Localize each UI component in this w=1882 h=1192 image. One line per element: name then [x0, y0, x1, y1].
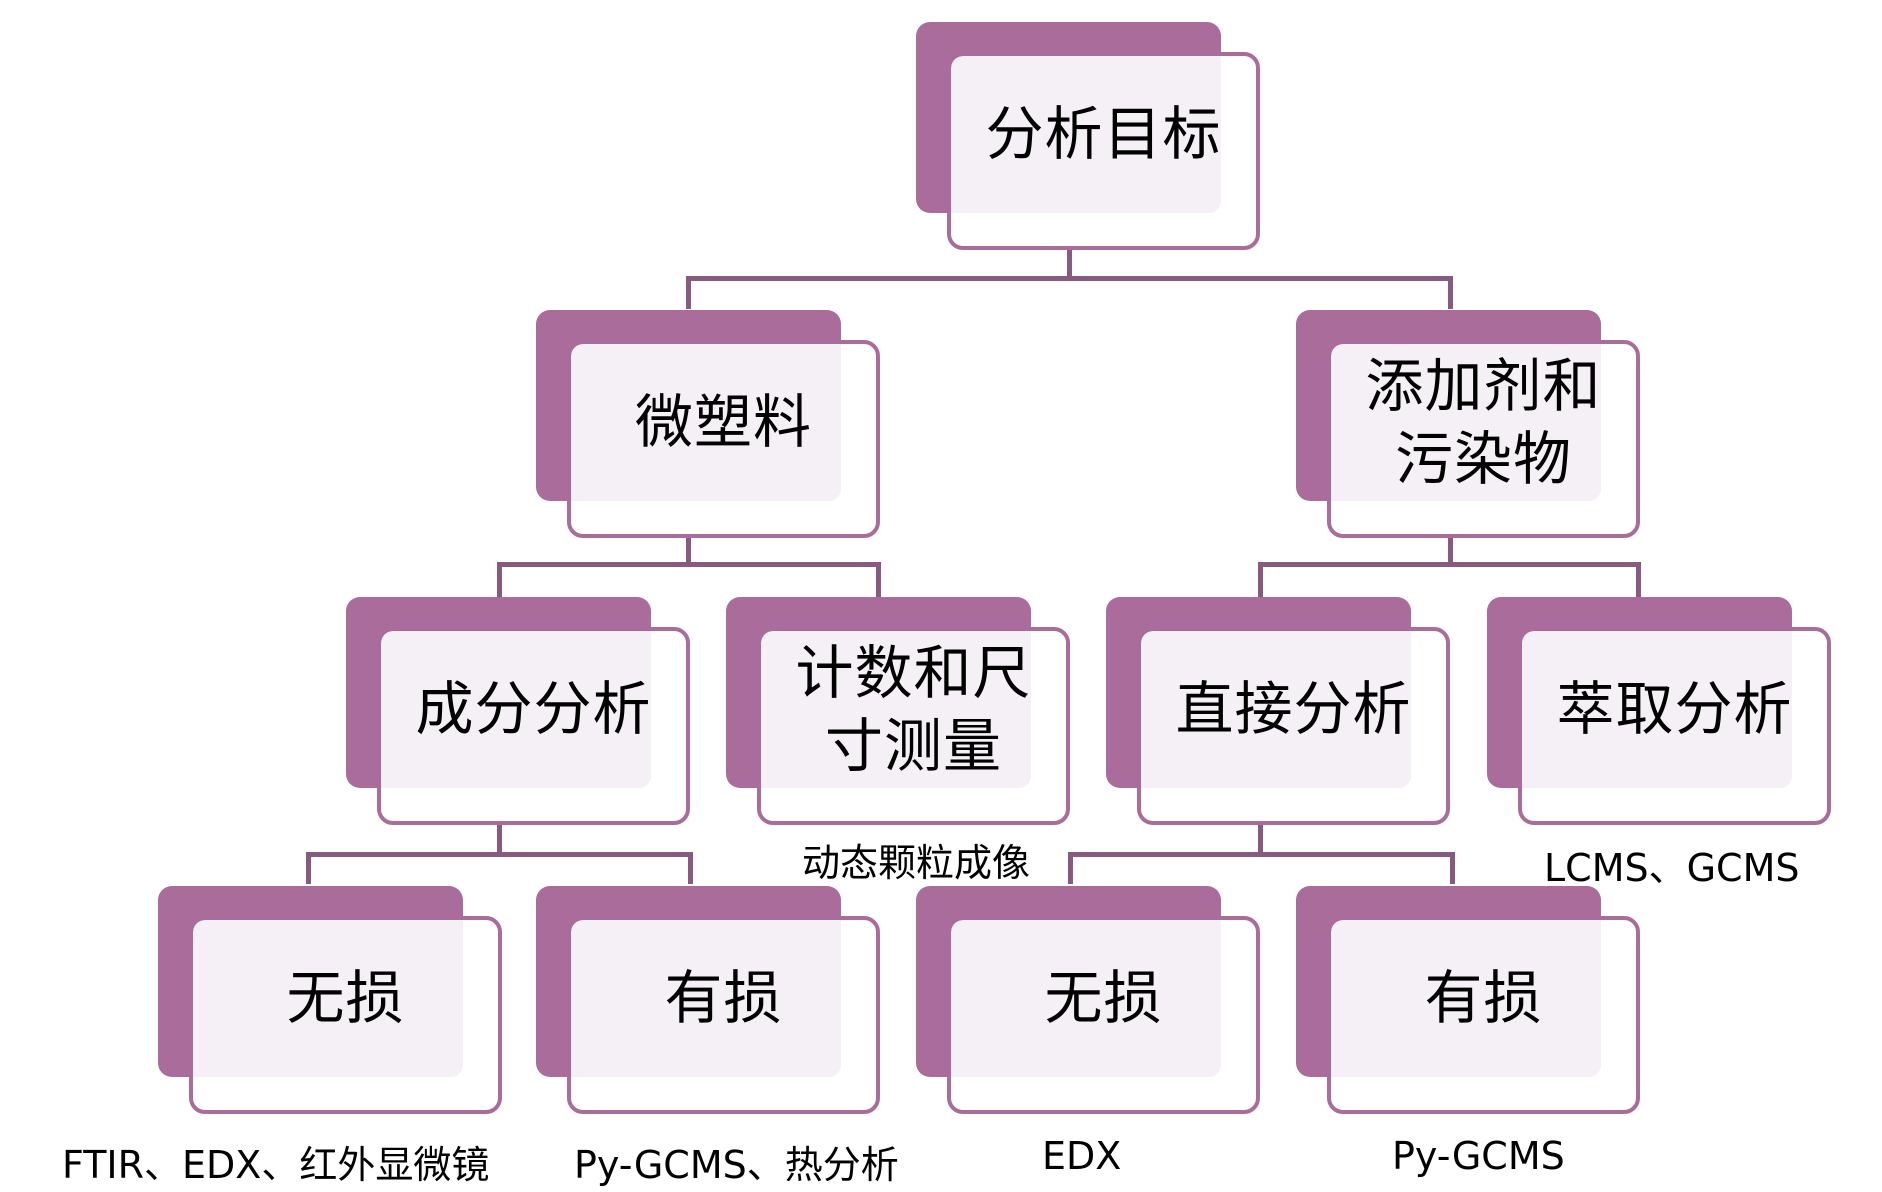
connector-direct-bar	[1068, 852, 1455, 857]
node-outline	[189, 916, 502, 1114]
caption-dynamic-particle-imaging: 动态颗粒成像	[802, 841, 1031, 885]
node-outline	[1327, 340, 1640, 538]
node-label: 有损	[1424, 964, 1543, 1033]
connector-additives-right-drop	[1636, 562, 1641, 597]
connector-additives-left-drop	[1258, 562, 1263, 597]
node-fill	[761, 631, 1031, 788]
connector-composition-stem	[497, 823, 502, 856]
connector-microplastic-stem	[686, 535, 691, 565]
node-fill	[1331, 344, 1601, 501]
caption-pygcms: Py-GCMS	[1392, 1134, 1565, 1178]
node-extraction-analysis: 萃取分析	[1487, 597, 1834, 827]
node-additives-pollutants: 添加剂和 污染物	[1296, 310, 1643, 540]
connector-additives-bar	[1258, 562, 1641, 567]
node-label: 分析目标	[985, 100, 1222, 169]
node-fill	[381, 631, 651, 788]
caption-edx: EDX	[1042, 1134, 1122, 1178]
caption-pygcms-thermal: Py-GCMS、热分析	[574, 1143, 899, 1187]
node-microplastics: 微塑料	[536, 310, 883, 540]
node-outline	[567, 916, 880, 1114]
node-label: 计数和尺 寸测量	[795, 639, 1032, 780]
node-outline	[1137, 627, 1450, 825]
connector-direct-right-drop	[1450, 852, 1455, 884]
connector-root-left-drop	[686, 276, 691, 309]
connector-root-bar	[686, 276, 1453, 281]
connector-additives-stem	[1448, 535, 1453, 565]
connector-composition-left-drop	[306, 852, 311, 884]
node-composition-analysis: 成分分析	[346, 597, 693, 827]
node-fill	[1331, 920, 1601, 1077]
caption-ftir-edx-ir: FTIR、EDX、红外显微镜	[62, 1143, 490, 1187]
node-label: 成分分析	[415, 675, 652, 744]
node-direct-analysis: 直接分析	[1106, 597, 1453, 827]
node-label: 直接分析	[1175, 675, 1412, 744]
node-fill	[193, 920, 463, 1077]
node-count-size: 计数和尺 寸测量	[726, 597, 1073, 827]
node-label: 无损	[286, 964, 405, 1033]
node-outline	[1327, 916, 1640, 1114]
node-destructive-2: 有损	[1296, 886, 1643, 1116]
node-outline	[757, 627, 1070, 825]
node-label: 添加剂和 污染物	[1365, 352, 1602, 493]
connector-composition-bar	[306, 852, 693, 857]
connector-microplastic-left-drop	[497, 562, 502, 597]
node-outline	[377, 627, 690, 825]
node-fill	[951, 56, 1221, 213]
connector-direct-left-drop	[1068, 852, 1073, 884]
node-label: 有损	[664, 964, 783, 1033]
node-label: 微塑料	[634, 388, 812, 457]
node-fill	[571, 920, 841, 1077]
connector-root-stem	[1067, 246, 1072, 279]
node-fill	[1522, 631, 1792, 788]
connector-direct-stem	[1258, 823, 1263, 856]
node-nondestructive-1: 无损	[158, 886, 505, 1116]
node-outline	[1518, 627, 1831, 825]
node-fill	[1141, 631, 1411, 788]
caption-lcms-gcms: LCMS、GCMS	[1544, 846, 1800, 890]
node-outline	[947, 916, 1260, 1114]
node-outline	[567, 340, 880, 538]
node-fill	[571, 344, 841, 501]
connector-microplastic-bar	[497, 562, 881, 567]
node-label: 萃取分析	[1556, 675, 1793, 744]
node-outline	[947, 52, 1260, 250]
node-nondestructive-2: 无损	[916, 886, 1263, 1116]
node-analysis-target: 分析目标	[916, 22, 1263, 252]
node-label: 无损	[1044, 964, 1163, 1033]
node-destructive-1: 有损	[536, 886, 883, 1116]
connector-root-right-drop	[1448, 276, 1453, 309]
connector-composition-right-drop	[688, 852, 693, 884]
connector-microplastic-right-drop	[876, 562, 881, 597]
node-fill	[951, 920, 1221, 1077]
